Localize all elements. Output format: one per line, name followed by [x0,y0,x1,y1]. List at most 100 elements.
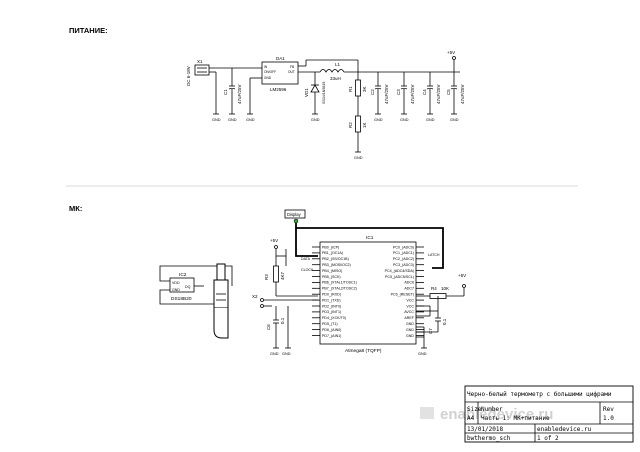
svg-text:GND: GND [450,118,459,122]
number-label: Number [481,406,503,413]
ic2-part: DS18B20 [171,296,192,302]
ic1-left-pin-label: PB2_(SS/OC1B) [322,257,349,261]
ic1-right-pin-label: PC3_(ADC3) [393,263,414,267]
r1-label: R1 [348,86,353,92]
x1-label: X1 [197,59,203,64]
ic1-part: Atmega8 (TQFP) [345,348,382,354]
r1-resistor [355,79,361,97]
ic1-right-pin-label: PC1_(ADC1) [393,251,414,255]
ic1-left-pin-label: PB4_(MISO) [322,269,342,273]
svg-text:47uF/25V: 47uF/25V [384,84,389,104]
c1-value: 47uF/25V [237,84,242,104]
size-label: Size [467,406,482,413]
l1-inductor [319,69,345,73]
r1-value: 3K [362,86,367,92]
svg-text:47uF/25V: 47uF/25V [410,84,415,104]
da1-part: LM2596 [270,87,287,92]
r4-value: 10K [441,286,449,291]
c6-label: C6 [266,324,271,330]
ic2-label: IC2 [179,272,187,278]
ic1-left-pin-label: PD4_(XCK/T0) [322,316,346,320]
sheet-value: 1 of 2 [537,435,559,442]
svg-text:IN: IN [264,65,268,69]
c6-value: 0.1 [280,317,285,324]
ic1-right-pin-label: GND [406,322,414,326]
svg-text:VDD: VDD [172,281,180,285]
net-data: DATA [301,257,311,261]
r2-label: R2 [348,122,353,128]
svg-text:GND: GND [400,118,409,122]
rev-label: Rev [603,406,614,413]
audio-jack-icon [213,263,229,339]
power-gnd-symbols: GND GND GND GND GND GND GND GND GND [212,113,459,160]
ic1-left-pin-label: PB7_(XTAL2/TOSC2) [322,287,357,291]
mcu-vplus-label-1: +5V [270,238,278,243]
c7-value: 0.1 [442,318,447,325]
size-value: A4 [467,415,475,422]
ic1-box [319,241,417,345]
ic1-right-pin-label: AVCC [404,310,414,314]
da1-label: DA1 [276,56,285,61]
ic1-label: IC1 [366,235,374,241]
ic1-left-pin-label: PB0_(ICP) [322,245,339,249]
ic1-right-pin-label: ADC6 [404,281,414,285]
svg-text:C5: C5 [446,89,451,95]
ic1-right-pins: PC0_(ADC0)PC1_(ADC1)PC2_(ADC2)PC3_(ADC3)… [385,245,424,338]
ic1-right-pin-label: VCC [406,298,414,302]
l1-label: L1 [335,62,341,67]
mcu-section-label: МК: [69,204,82,213]
ic1-right-pin-label: PC4_(ADC4/SDA) [385,269,414,273]
svg-text:DQ: DQ [185,285,191,289]
title-text: Черно-белый термометр с большими цифрами [467,391,612,398]
svg-text:GND: GND [212,118,221,122]
svg-text:OUT: OUT [288,70,295,74]
x1-connector [194,64,210,76]
svg-text:GND: GND [270,352,279,356]
ic1-left-pin-label: PB1_(OC1A) [322,251,343,255]
net-latch: LATCH [428,253,440,257]
x2-label: X2 [252,294,258,299]
svg-text:ON/OFF: ON/OFF [264,70,276,74]
power-circuit: DC 6-18V X1 C1 47uF/25V DA1 IN ON/OFF GN… [186,50,465,160]
da1-box [261,61,299,85]
ic1-right-pin-label: GND [406,328,414,332]
r4-label: R4 [431,286,437,291]
output-capacitors: C2 47uF/25V C3 47uF/25V C4 47uF/25V C5 4… [370,72,465,114]
svg-text:GND: GND [374,118,383,122]
watermark-text: enabledevice.ru [440,406,553,423]
ic1-left-pin-label: PB5_(SCK) [322,275,341,279]
power-section-label: ПИТАНИЕ: [69,26,108,35]
ic1-left-pin-label: PD2_(INT0) [322,304,341,308]
svg-text:47uF/25V: 47uF/25V [436,84,441,104]
svg-text:GND: GND [228,118,237,122]
r3-resistor [273,265,279,283]
dc-input-label: DC 6-18V [186,66,191,86]
display-label: Display [287,212,302,217]
ic1-left-pin-label: PD5_(T1) [322,322,338,326]
date-value: 13/01/2018 [467,426,504,433]
svg-text:GND: GND [311,118,320,122]
mcu-vplus-label-2: +5V [458,273,466,278]
power-vplus-label: +5V [447,50,455,55]
ic1-right-pin-label: GND [406,334,414,338]
vd1-label: VD1 [304,88,309,97]
ic1-left-pins: PB0_(ICP) PB1_(OC1A) PB2_(SS/OC1B) PB3_(MOS… [312,245,357,338]
ic1-left-pin-label: PD6_(AIN0) [322,328,341,332]
title-block: Черно-белый термометр с большими цифрами… [464,385,634,443]
ic1-left-pin-label: PD7_(AIN1) [322,334,341,338]
svg-text:47uF/25V: 47uF/25V [460,84,465,104]
c7-label: C7 [428,328,433,334]
ic2-box [169,277,195,293]
r3-value: 4K7 [280,271,285,280]
number-value: Часть 1: МК+питание [481,415,550,422]
svg-text:FB: FB [290,65,294,69]
ic1-left-pin-label: PB3_(MOSI/OC2) [322,263,351,267]
ic1-right-pin-label: AREF [404,316,414,320]
ic1-right-pin-label: PC0_(ADC0) [393,245,414,249]
svg-text:GND: GND [246,118,255,122]
svg-text:GND: GND [418,352,427,356]
svg-text:GND: GND [426,118,435,122]
svg-text:C3: C3 [396,89,401,95]
svg-text:GND: GND [282,352,291,356]
